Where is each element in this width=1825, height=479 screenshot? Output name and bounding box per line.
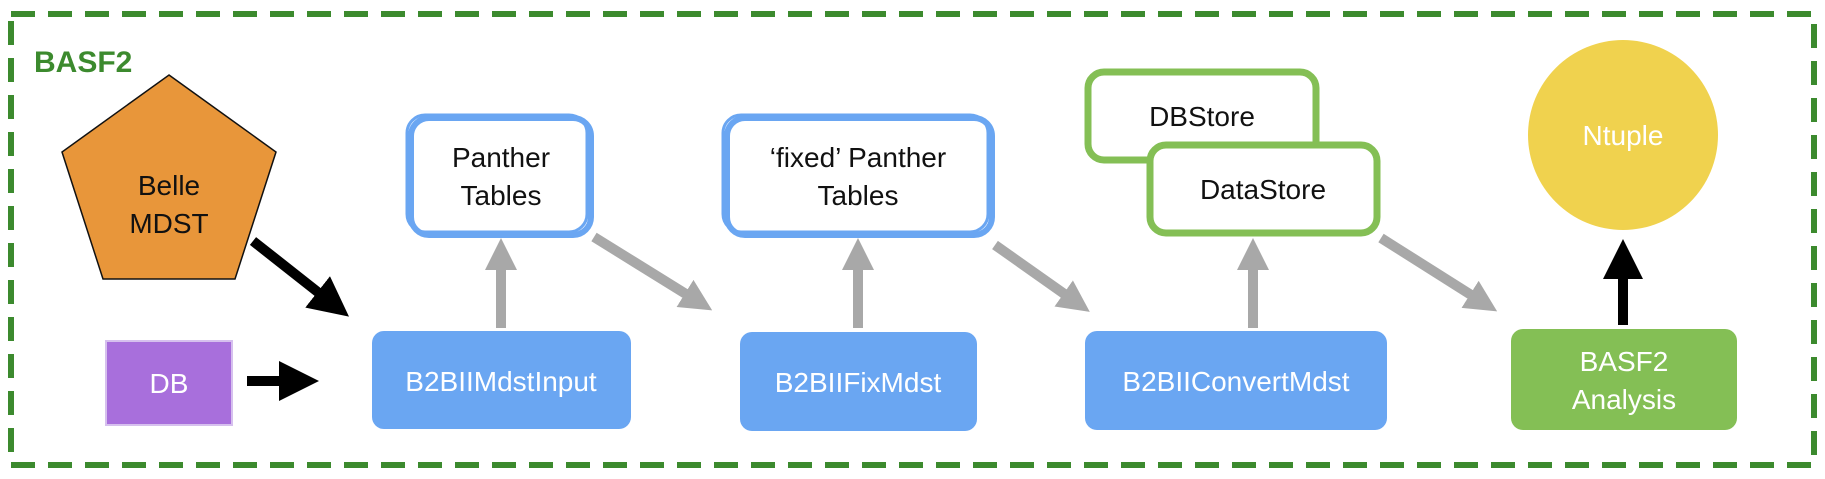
b2bii-mdst-input-label: B2BIIMdstInput <box>405 366 597 397</box>
panther-tables-node: Panther Tables <box>405 113 594 238</box>
basf2-analysis-label-line1: BASF2 <box>1580 346 1669 377</box>
basf2-frame <box>8 11 1817 468</box>
ntuple-node: Ntuple <box>1528 40 1718 230</box>
arrow-datastore-to-analysis <box>1378 233 1498 312</box>
db-label: DB <box>150 368 189 399</box>
belle-mdst-label-line2: MDST <box>129 208 208 239</box>
ntuple-label: Ntuple <box>1583 120 1664 151</box>
datastore-label: DataStore <box>1200 174 1326 205</box>
panther-tables-label-line1: Panther <box>452 142 550 173</box>
basf2-analysis-node: BASF2 Analysis <box>1511 329 1737 430</box>
db-node: DB <box>105 340 233 426</box>
b2bii-fix-mdst-label: B2BIIFixMdst <box>775 367 942 398</box>
dbstore-label: DBStore <box>1149 101 1255 132</box>
b2bii-mdst-input-node: B2BIIMdstInput <box>372 331 631 429</box>
arrow-belle-to-mdstinput <box>249 237 349 317</box>
belle-mdst-node: Belle MDST <box>61 74 277 280</box>
datastore-node: DataStore <box>1146 141 1381 237</box>
basf2-analysis-label-line2: Analysis <box>1572 384 1676 415</box>
belle-mdst-label-line1: Belle <box>138 170 200 201</box>
arrow-fixedpanther-to-convertmdst <box>992 240 1090 312</box>
basf2-frame-label: BASF2 <box>34 46 132 79</box>
b2bii-convert-mdst-label: B2BIIConvertMdst <box>1122 366 1349 397</box>
arrow-panther-to-fixmdst <box>591 232 713 311</box>
panther-tables-label-line2: Tables <box>461 180 542 211</box>
fixed-panther-tables-node: ‘fixed’ Panther Tables <box>721 113 995 238</box>
b2bii-fix-mdst-node: B2BIIFixMdst <box>740 332 977 431</box>
b2bii-convert-mdst-node: B2BIIConvertMdst <box>1085 331 1387 430</box>
fixed-panther-tables-label-line2: Tables <box>818 180 899 211</box>
fixed-panther-tables-label-line1: ‘fixed’ Panther <box>770 142 946 173</box>
